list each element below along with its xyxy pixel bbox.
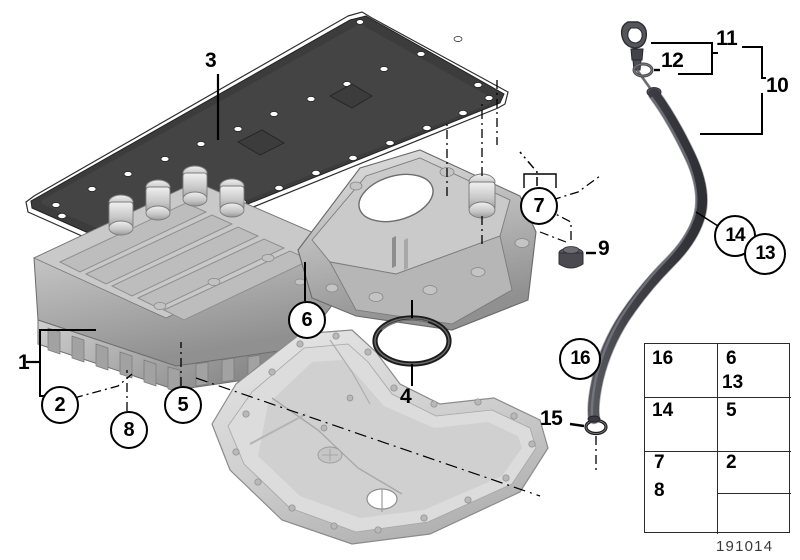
legend-cell-7-8[interactable] [645, 452, 718, 534]
callout-4: 4 [400, 385, 412, 408]
legend-cell-6-13[interactable] [718, 344, 791, 398]
lower-oil-pan-shield [211, 329, 549, 545]
large-o-ring [372, 315, 452, 367]
callout-circle-8[interactable]: 8 [110, 411, 148, 449]
dipstick-guide-tube [587, 87, 708, 425]
callout-15: 15 [540, 407, 563, 430]
rubber-grommet [558, 246, 584, 269]
legend-cell-arrow[interactable] [718, 494, 791, 534]
callout-3: 3 [205, 49, 217, 72]
legend-num-13: 13 [722, 372, 744, 393]
legend-num-2: 2 [726, 452, 737, 473]
legend-cell-5[interactable] [718, 398, 791, 452]
legend-num-8: 8 [654, 480, 665, 501]
callout-circle-16[interactable]: 16 [559, 338, 601, 380]
callout-10: 10 [766, 74, 789, 97]
callout-circle-5[interactable]: 5 [164, 386, 202, 424]
legend-num-16: 16 [652, 348, 674, 369]
callout-11: 11 [716, 27, 738, 50]
callout-circle-7[interactable]: 7 [520, 187, 558, 225]
legend-num-5: 5 [726, 400, 737, 421]
legend-cell-14[interactable] [645, 398, 718, 452]
legend-box [644, 343, 791, 534]
legend-num-7: 7 [654, 452, 665, 473]
legend-num-14: 14 [652, 400, 674, 421]
upper-oil-pan [33, 149, 537, 393]
legend-num-6: 6 [726, 348, 737, 369]
legend-cell-2[interactable] [718, 452, 791, 494]
callout-circle-13[interactable]: 13 [744, 233, 786, 275]
callout-9: 9 [598, 237, 610, 260]
legend-cell-16[interactable] [645, 344, 718, 398]
leader-lines [26, 42, 766, 497]
callout-12: 12 [661, 49, 684, 72]
callout-circle-2[interactable]: 2 [41, 386, 79, 424]
callout-circle-6[interactable]: 6 [288, 301, 326, 339]
part-number: 191014 [716, 538, 774, 555]
oil-dipstick [620, 21, 662, 97]
callout-1: 1 [18, 351, 30, 374]
